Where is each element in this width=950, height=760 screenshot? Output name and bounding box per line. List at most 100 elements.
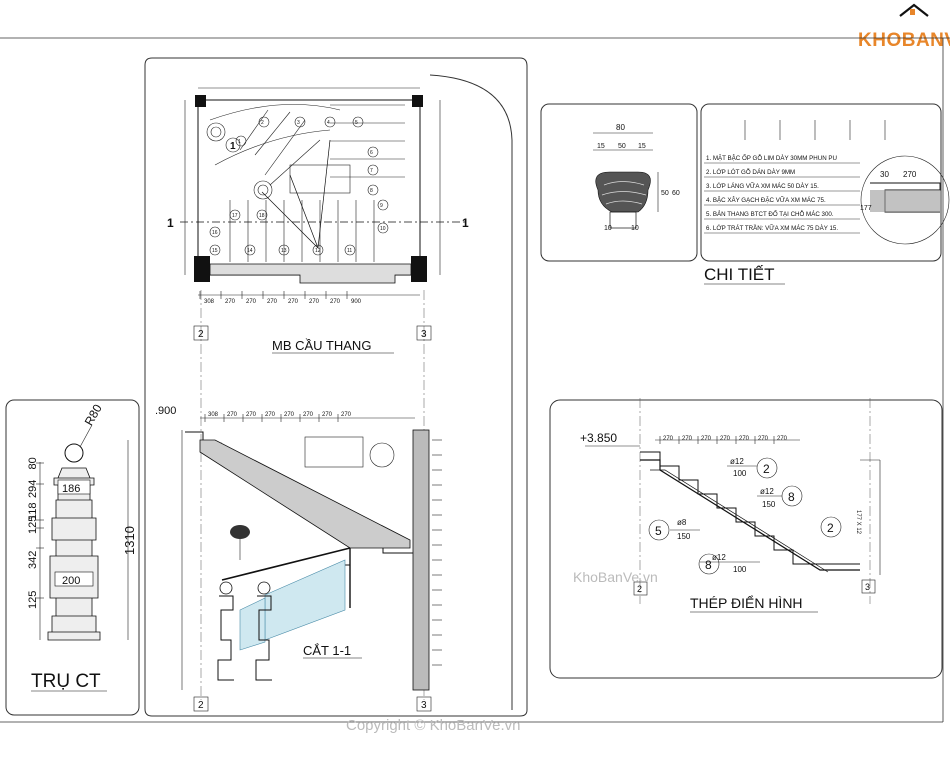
plan-step-number: 14	[247, 248, 253, 254]
wall-curve	[429, 74, 513, 710]
note-line: 1. MẶT BẬC ỐP GỖ LIM DÀY 30MM PHUN PU	[706, 155, 837, 162]
plan-step-number: 8	[370, 188, 373, 194]
plan-bottom-dim: 270	[309, 299, 320, 305]
khobanve-logo: KHOBANVE	[858, 3, 950, 51]
plan-bottom-dim: 270	[267, 299, 278, 305]
tread-a: 30	[880, 170, 889, 179]
rebar-mark-8a: 8	[788, 490, 795, 504]
sheet-frame	[0, 37, 950, 723]
column-radius: R80	[82, 402, 105, 428]
rail-h2: 60	[672, 190, 680, 197]
column-mid-width: 200	[62, 575, 80, 587]
rebar-phi12b: ø12	[760, 487, 774, 496]
plan-step-marker	[367, 146, 379, 158]
section-top-dim: 270	[322, 412, 333, 418]
rail-bottom-1: 10	[604, 225, 612, 232]
axis-3-bottom: 3	[421, 700, 427, 711]
plan-step-number: 7	[370, 168, 373, 174]
axis-3-top: 3	[421, 329, 427, 340]
rail-part-2: 50	[618, 143, 626, 150]
rebar-phi12c: ø12	[712, 553, 726, 562]
rebar-s150b: 150	[677, 532, 691, 541]
plan-step-marker	[258, 116, 270, 128]
handrail-detail: 80 15 50 15 50 60 10 10	[593, 123, 680, 232]
column-segment-dim: 125	[27, 591, 39, 609]
plan-bottom-dim: 900	[351, 299, 362, 305]
plan-cut-mark: 1	[230, 141, 236, 152]
newel-post	[217, 595, 234, 681]
detail-title: CHI TIẾT	[704, 265, 775, 284]
rebar-s100b: 100	[733, 565, 747, 574]
plan-bottom-dim: 270	[225, 299, 236, 305]
plan-step-marker	[209, 226, 221, 238]
section-top-dim: 308	[208, 412, 219, 418]
axis-2-top: 2	[198, 329, 204, 340]
plan-step-number: 1	[238, 139, 241, 145]
plan-step-number: 5	[355, 120, 358, 126]
rebar-axis-2: 2	[637, 584, 642, 594]
rebar-top-dim: 270	[739, 436, 750, 442]
notes-panel	[700, 103, 942, 262]
plan-step-marker	[256, 209, 268, 221]
rebar-mark-2a: 2	[763, 462, 770, 476]
rail-width: 80	[616, 123, 625, 132]
rebar-top-dim: 270	[663, 436, 674, 442]
section-top-dim: 270	[227, 412, 238, 418]
column-total-height: 1310	[122, 526, 137, 555]
note-line: 6. LỚP TRÁT TRẦN: VỮA XM MÁC 75 DÀY 15.	[706, 225, 838, 232]
tread-detail: 30 270 177	[860, 155, 950, 245]
plan-step-marker	[244, 244, 256, 256]
plan-step-number: 4	[327, 120, 330, 126]
column-title: TRỤ CT	[31, 671, 101, 692]
rail-bottom-2: 10	[631, 225, 639, 232]
section-top-dim: 270	[303, 412, 314, 418]
column-top-width: 186	[62, 483, 80, 495]
logo-text: KHOBANVE	[858, 30, 950, 51]
plan-step-number: 9	[380, 203, 383, 209]
rebar-title: THÉP ĐIỂN HÌNH	[690, 594, 803, 611]
plan-step-number: 13	[281, 248, 287, 254]
section-title: CẮT 1-1	[303, 643, 351, 658]
rebar-axis-3: 3	[865, 582, 870, 592]
plan-step-marker	[367, 184, 379, 196]
plan-step-marker	[294, 116, 306, 128]
plan-bottom-dim: 270	[246, 299, 257, 305]
rail-h1: 50	[661, 190, 669, 197]
tread-riser: 177	[860, 205, 872, 212]
rebar-top-dim: 270	[701, 436, 712, 442]
plan-step-number: 15	[212, 248, 218, 254]
rail-part-3: 15	[638, 143, 646, 150]
rebar-mark-8b: 8	[705, 558, 712, 572]
section-top-dim: 270	[341, 412, 352, 418]
plan-step-marker	[229, 209, 241, 221]
axis-2-bottom: 2	[198, 700, 204, 711]
notes-list: 1. MẶT BẬC ỐP GỖ LIM DÀY 30MM PHUN PU2. …	[704, 120, 886, 234]
column-segment-dim: 342	[27, 551, 39, 569]
plan-title: MB CẦU THANG	[272, 338, 371, 353]
plan-bottom-dim: 270	[330, 299, 341, 305]
plan-step-number: 18	[259, 213, 265, 219]
rebar-level: +3.850	[580, 431, 617, 445]
plan-step-marker	[312, 244, 324, 256]
plan-bottom-dim: 270	[288, 299, 299, 305]
plan-step-number: 12	[315, 248, 321, 254]
column-panel	[5, 399, 140, 716]
main-panel-frame	[144, 57, 528, 717]
section-level: .900	[155, 405, 176, 417]
newel-cap	[219, 581, 233, 595]
rebar-phi8: ø8	[677, 518, 687, 527]
rebar-s150a: 150	[762, 500, 776, 509]
plan-step-marker	[377, 222, 389, 234]
section-top-dim: 270	[265, 412, 276, 418]
column-segment-dim: 125	[27, 516, 39, 534]
rebar-mark-2b: 2	[827, 521, 834, 535]
rebar-side-dim: 177 X 12	[855, 510, 861, 535]
plan-step-number: 10	[380, 226, 386, 232]
handrail-detail-panel	[540, 103, 698, 262]
plan-step-marker	[324, 116, 336, 128]
rebar-top-dim: 270	[777, 436, 788, 442]
plan-step-marker	[352, 116, 364, 128]
